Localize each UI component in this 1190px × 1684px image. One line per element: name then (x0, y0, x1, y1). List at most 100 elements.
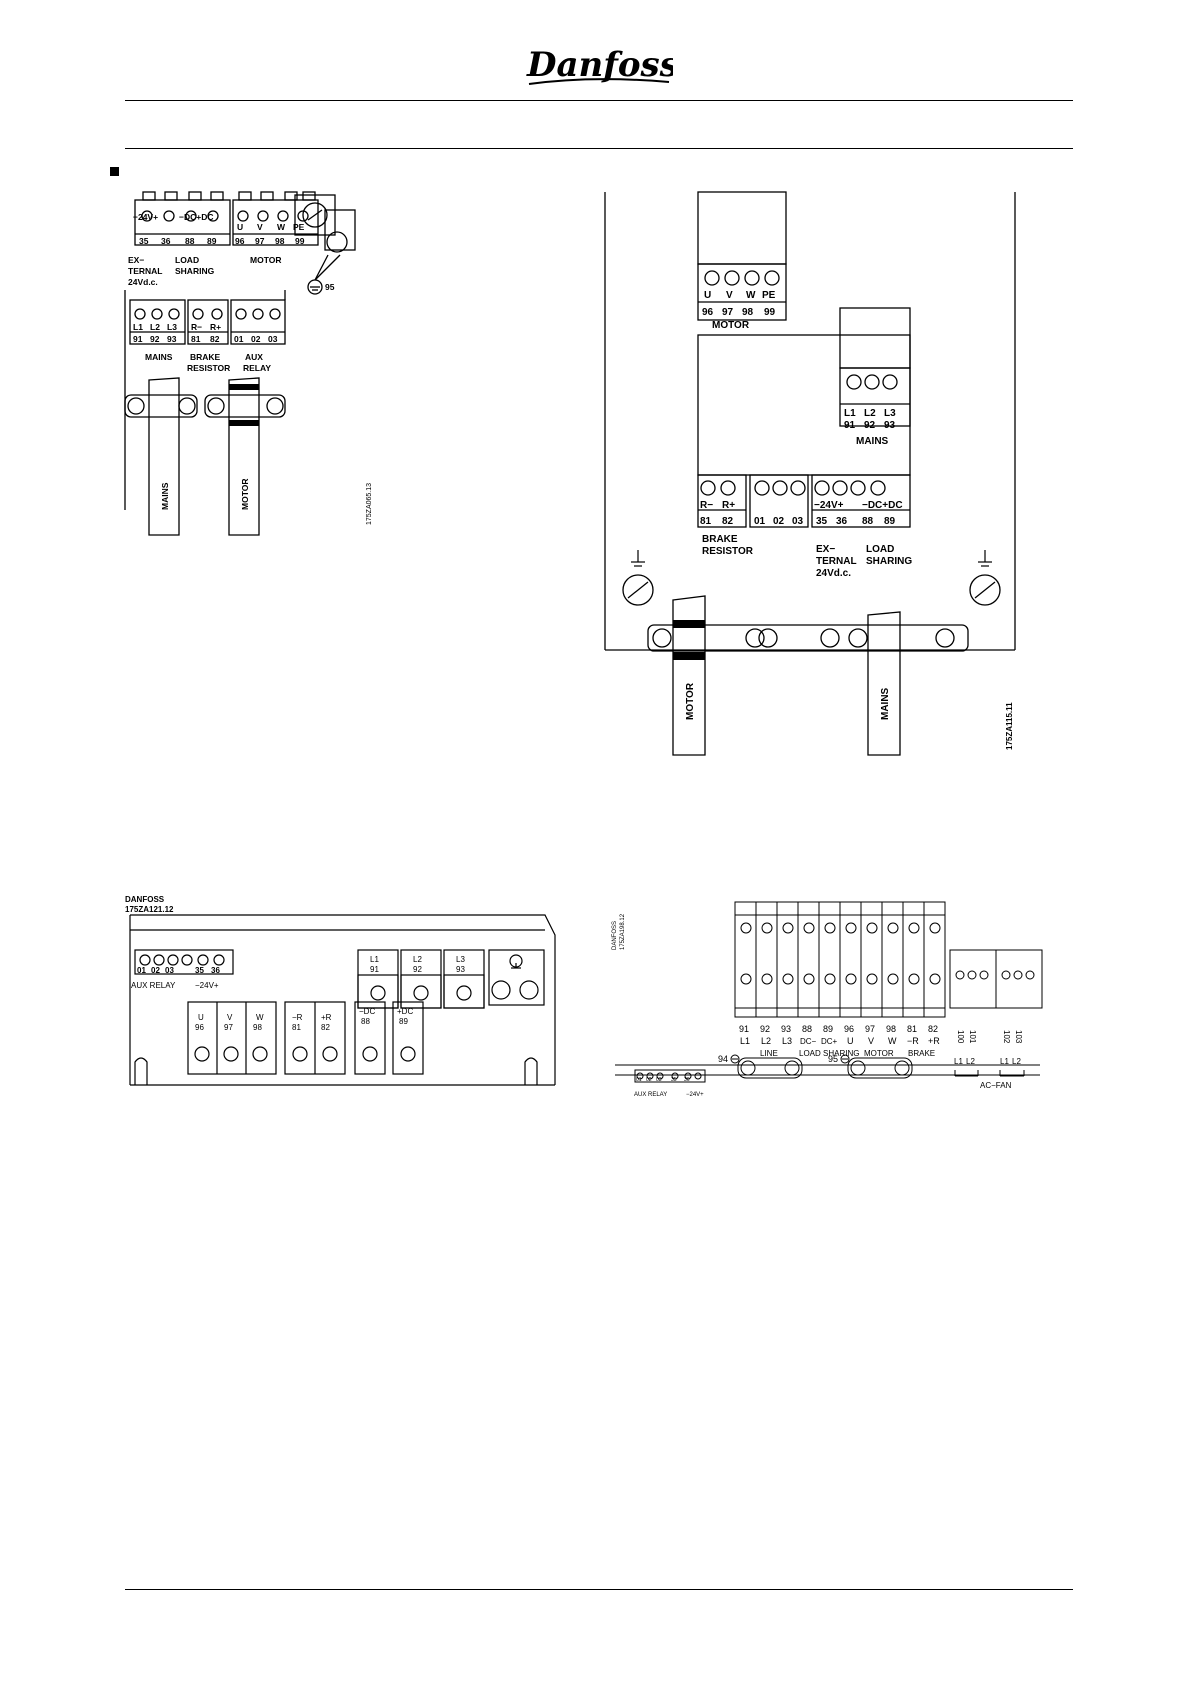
fig1-load-1: LOAD (175, 255, 199, 265)
fig3-81: 81 (292, 1023, 301, 1032)
fig3-v: V (227, 1013, 233, 1022)
fig4-w: W (888, 1036, 897, 1046)
fig4-ac-fan: AC−FAN (980, 1081, 1012, 1090)
fig3-aux-01: 01 (137, 966, 146, 975)
fig4-brand: DANFOSS (612, 921, 618, 950)
fig3-82: 82 (321, 1023, 330, 1032)
fig4-fan-100: 100 (956, 1030, 965, 1044)
fig4-ground-94: 94 (718, 1054, 728, 1064)
fig4-l3: L3 (782, 1036, 792, 1046)
fig4-fan-l2-b: L2 (1012, 1057, 1021, 1066)
fig3-aux-36: 36 (211, 966, 220, 975)
fig1-r-minus: R− (191, 322, 202, 332)
fig2-external-2: TERNAL (816, 556, 857, 567)
figure-3-terminal-diagram: DANFOSS 175ZA121.12 01 02 03 35 36 AUX R… (125, 895, 556, 1086)
fig1-num-89: 89 (207, 236, 217, 246)
fig4-group-motor: MOTOR (864, 1049, 894, 1058)
fig4-aux-01: 01 (636, 1077, 642, 1083)
fig2-w: W (746, 290, 756, 301)
fig1-cable-mains: MAINS (160, 482, 170, 510)
fig2-24v: −24V+ (814, 500, 844, 511)
fig1-r-plus: R+ (210, 322, 221, 332)
fig4-group-line: LINE (760, 1049, 778, 1058)
fig4-ground-95: 95 (828, 1054, 838, 1064)
fig1-brake-2: RESISTOR (187, 363, 230, 373)
fig1-mains: MAINS (145, 352, 173, 362)
fig3-97: 97 (224, 1023, 233, 1032)
fig4-aux-02: 02 (646, 1077, 652, 1083)
fig4-u: U (847, 1036, 854, 1046)
fig3-91: 91 (370, 965, 379, 974)
fig3-24v: −24V+ (195, 981, 219, 990)
fig4-fan-l1-a: L1 (954, 1057, 963, 1066)
fig2-r-plus: R+ (722, 500, 735, 511)
fig4-num-98: 98 (886, 1024, 896, 1034)
fig1-num-36: 36 (161, 236, 171, 246)
fig3-aux-35: 35 (195, 966, 204, 975)
fig1-aux-2: RELAY (243, 363, 271, 373)
fig1-ground-95: 95 (325, 282, 335, 292)
fig2-load-1: LOAD (866, 544, 894, 555)
fig2-num-36: 36 (836, 516, 848, 527)
fig1-num-35: 35 (139, 236, 149, 246)
fig4-l2: L2 (761, 1036, 771, 1046)
fig4-fan-102: 102 (1002, 1030, 1011, 1044)
fig2-num-99: 99 (764, 307, 776, 318)
fig4-fan-l1-b: L1 (1000, 1057, 1009, 1066)
fig4-aux-36: 36 (684, 1077, 690, 1083)
fig4-num-82: 82 (928, 1024, 938, 1034)
fig1-num-03: 03 (268, 334, 278, 344)
fig2-external-1: EX− (816, 544, 835, 555)
fig2-r-minus: R− (700, 500, 713, 511)
fig4-num-97: 97 (865, 1024, 875, 1034)
fig2-cable-motor: MOTOR (685, 682, 696, 720)
fig1-num-88: 88 (185, 236, 195, 246)
fig1-external-1: EX− (128, 255, 144, 265)
fig2-u: U (704, 290, 711, 301)
fig3-minus-dc: −DC (359, 1007, 375, 1016)
fig2-dc: −DC+DC (862, 500, 903, 511)
fig3-93: 93 (456, 965, 465, 974)
fig1-code: 175ZA065.13 (366, 483, 373, 525)
fig1-num-96: 96 (235, 236, 245, 246)
fig1-num-82: 82 (210, 334, 220, 344)
section-bullet (110, 167, 119, 176)
fig4-num-93: 93 (781, 1024, 791, 1034)
fig2-external-3: 24Vd.c. (816, 568, 851, 579)
fig1-l3: L3 (167, 322, 177, 332)
fig4-num-88: 88 (802, 1024, 812, 1034)
fig2-load-2: SHARING (866, 556, 912, 567)
fig1-num-98: 98 (275, 236, 285, 246)
fig3-w: W (256, 1013, 264, 1022)
fig3-brand: DANFOSS (125, 895, 165, 904)
fig4-l1: L1 (740, 1036, 750, 1046)
fig3-98: 98 (253, 1023, 262, 1032)
fig2-l2: L2 (864, 408, 876, 419)
fig1-num-99: 99 (295, 236, 305, 246)
fig4-aux-relay: AUX RELAY (634, 1092, 667, 1098)
fig1-label-pe: PE (293, 222, 305, 232)
fig2-pe: PE (762, 290, 776, 301)
fig2-num-96: 96 (702, 307, 714, 318)
fig1-external-3: 24Vd.c. (128, 277, 158, 287)
fig2-v: V (726, 290, 733, 301)
fig4-num-92: 92 (760, 1024, 770, 1034)
fig3-aux-03: 03 (165, 966, 174, 975)
fig2-motor: MOTOR (712, 320, 750, 331)
fig1-num-92: 92 (150, 334, 160, 344)
fig4-minus-r: −R (907, 1036, 919, 1046)
fig2-num-89: 89 (884, 516, 896, 527)
fig2-num-92: 92 (864, 420, 876, 431)
fig3-92: 92 (413, 965, 422, 974)
fig4-aux-03: 03 (656, 1077, 662, 1083)
fig2-l3: L3 (884, 408, 896, 419)
fig2-num-81: 81 (700, 516, 712, 527)
fig4-plus-r: +R (928, 1036, 940, 1046)
fig1-brake-1: BRAKE (190, 352, 221, 362)
fig2-brake-1: BRAKE (702, 534, 738, 545)
danfoss-logo: Danfoss (526, 45, 673, 85)
fig3-aux-relay: AUX RELAY (131, 981, 176, 990)
fig4-dc-minus: DC− (800, 1037, 817, 1046)
fig3-u: U (198, 1013, 204, 1022)
fig2-num-82: 82 (722, 516, 734, 527)
